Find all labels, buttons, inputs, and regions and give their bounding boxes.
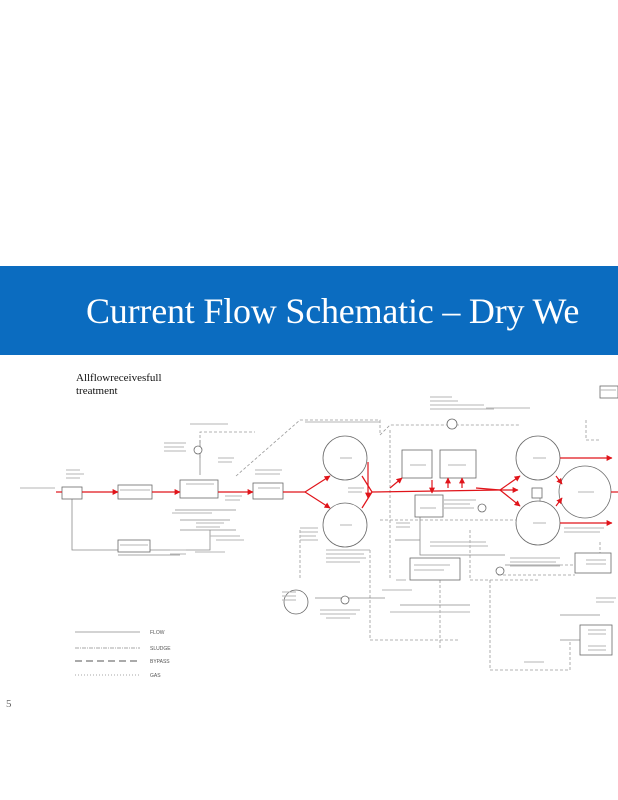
pump-4: [477, 503, 487, 513]
small-print: [20, 389, 616, 663]
clarifiers: [193, 418, 612, 615]
gas-meter: [446, 418, 458, 430]
title-bar: Current Flow Schematic – Dry We: [0, 266, 618, 355]
aeration-basin-2-box: [439, 449, 477, 479]
legend-sludge-label: SLUDGE: [150, 646, 171, 652]
flow-note: Allflowreceivesfull treatment: [76, 372, 162, 397]
flow-schematic-diagram: FLOW SLUDGE BYPASS GAS: [20, 385, 618, 679]
screening-box: [117, 484, 153, 500]
anaerobic-digester: [283, 589, 309, 615]
bypass-chamber-box: [117, 539, 151, 553]
pump-1: [193, 445, 203, 455]
main-flow-path: [56, 455, 618, 526]
pump-3: [495, 566, 505, 576]
legend-gas-label: GAS: [150, 673, 161, 679]
intake-structure-box: [61, 486, 83, 500]
process-units: [61, 385, 618, 656]
digester-box: [574, 552, 612, 574]
splitter-box: [531, 487, 543, 499]
legend: FLOW SLUDGE BYPASS GAS: [75, 630, 171, 679]
secondary-box: [414, 494, 444, 518]
outfall-box: [599, 385, 618, 399]
legend-bypass-label: BYPASS: [150, 659, 170, 665]
equalization-tank-box: [252, 482, 284, 500]
bypass-lines: [199, 419, 601, 671]
grit-tank-box: [179, 479, 219, 499]
slide-title: Current Flow Schematic – Dry We: [86, 291, 580, 331]
legend-flow-label: FLOW: [150, 630, 165, 636]
pump-2: [340, 595, 350, 605]
aeration-basin-1-box: [401, 449, 433, 479]
page-number: 5: [6, 698, 12, 710]
sludge-lines: [71, 440, 600, 641]
sludge-tank-box: [409, 557, 461, 581]
